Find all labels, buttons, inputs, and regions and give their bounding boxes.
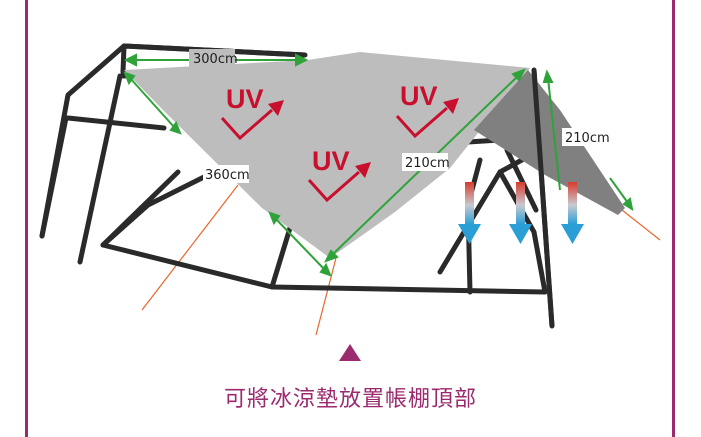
- uv-label: UV: [312, 146, 350, 176]
- uv-label: UV: [400, 81, 438, 111]
- dim-label-bg-awning: [562, 128, 608, 146]
- dimension-awning-depth: 210cm: [565, 131, 610, 146]
- uv-reflect-line: [307, 170, 360, 203]
- awning-shade-panel: [474, 70, 625, 215]
- uv-block-1: UV: [220, 84, 284, 141]
- dim-label-bg-side: [203, 165, 249, 183]
- uv-arrow-icon: [443, 98, 459, 114]
- uv-label: UV: [226, 84, 264, 114]
- dimension-side-depth: 360cm: [205, 168, 250, 183]
- frame-left-border: [25, 0, 28, 437]
- frame-right-border: [672, 0, 675, 437]
- cooling-arrow-icon: [509, 182, 532, 244]
- main-shade-panel: [124, 52, 530, 258]
- uv-block-2: UV: [395, 81, 459, 139]
- dimension-top-width: 300cm: [193, 52, 238, 67]
- uv-reflect-line: [220, 108, 273, 141]
- uv-reflect-line: [395, 106, 448, 139]
- dim-label-bg-front: [402, 153, 448, 171]
- leader-lines: [141, 184, 661, 336]
- caption-text: 可將冰涼墊放置帳棚頂部: [223, 387, 477, 412]
- uv-arrow-icon: [355, 162, 371, 178]
- up-triangle-icon: [339, 344, 361, 361]
- cooling-arrow-icon: [561, 182, 584, 244]
- cooling-arrow-icon: [458, 182, 481, 244]
- dim-label-bg-top: [189, 49, 235, 67]
- dimension-front-width: 210cm: [405, 156, 450, 171]
- uv-arrow-icon: [268, 100, 284, 116]
- uv-block-3: UV: [307, 146, 371, 203]
